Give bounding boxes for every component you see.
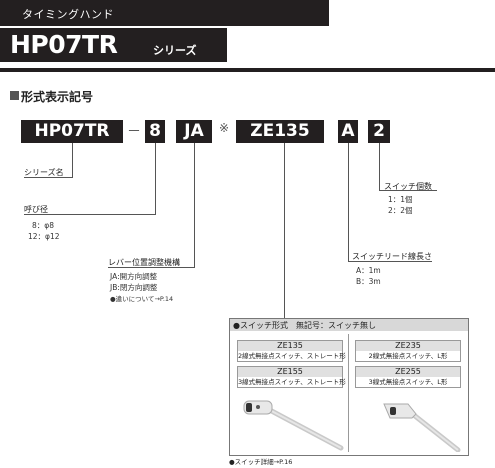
straight-switch-illustration <box>243 400 344 451</box>
code-lever: JA <box>176 120 212 143</box>
lever-note-link[interactable]: ●違いについて→P.14 <box>110 295 174 303</box>
lever-option-2: JB:閉方向調整 <box>110 283 158 292</box>
series-suffix: シリーズ <box>153 44 197 57</box>
switch-desc-right-1: 2線式無接点スイッチ、L形 <box>355 351 461 362</box>
leader-bore <box>155 143 156 214</box>
lead-option-1: A：1m <box>356 266 381 275</box>
bore-option-1: 8：φ8 <box>32 221 54 230</box>
switch-box-header <box>230 319 468 331</box>
code-lead: A <box>338 120 358 143</box>
series-name-label: シリーズ名 <box>24 168 64 177</box>
leader-count <box>379 143 380 190</box>
lever-option-1: JA:開方向調整 <box>110 272 158 281</box>
bore-label: 呼び径 <box>24 205 48 214</box>
code-count: 2 <box>368 120 390 143</box>
header-rule <box>0 68 495 72</box>
category-band: タイミングハンド <box>0 0 329 26</box>
leader-series-h <box>24 177 73 178</box>
lever-label: レバー位置調整機構 <box>108 258 180 267</box>
model-title: HP07TR <box>10 30 118 59</box>
section-title: 形式表示記号 <box>21 90 94 104</box>
switch-detail-link[interactable]: ●スイッチ詳細→P.16 <box>229 458 293 466</box>
title-block: HP07TR シリーズ <box>0 28 227 62</box>
bore-option-2: 12：φ12 <box>28 232 60 241</box>
l-switch-illustration <box>383 403 461 452</box>
count-option-1: 1：1個 <box>388 195 413 204</box>
switch-count-label: スイッチ個数 <box>384 182 432 191</box>
switch-desc-left-1: 2線式無接点スイッチ、ストレート形 <box>237 351 346 362</box>
leader-lever-h <box>108 267 195 268</box>
leader-switch <box>284 143 285 318</box>
count-option-2: 2：2個 <box>388 206 413 215</box>
code-dash: － <box>127 124 141 140</box>
leader-bore-h <box>24 214 156 215</box>
switch-box-divider <box>348 334 349 452</box>
switch-desc-right-2: 3線式無接点スイッチ、L形 <box>355 377 461 388</box>
switch-box-title: ●スイッチ形式 無記号：スイッチ無し <box>233 321 376 330</box>
code-switch: ZE135 <box>236 120 324 143</box>
lead-length-label: スイッチリード線長さ <box>352 252 432 261</box>
code-mark: ※ <box>219 121 230 135</box>
category-label: タイミングハンド <box>22 8 114 21</box>
code-series: HP07TR <box>21 120 123 143</box>
lead-option-2: B：3m <box>356 277 381 286</box>
leader-lead <box>348 143 349 261</box>
switch-desc-left-2: 3線式無接点スイッチ、ストレート形 <box>237 377 346 388</box>
section-square-icon <box>10 91 19 100</box>
leader-series <box>72 143 73 177</box>
leader-lead-h <box>348 261 432 262</box>
code-size: 8 <box>145 120 165 143</box>
leader-count-h <box>379 190 437 191</box>
leader-lever <box>194 143 195 267</box>
